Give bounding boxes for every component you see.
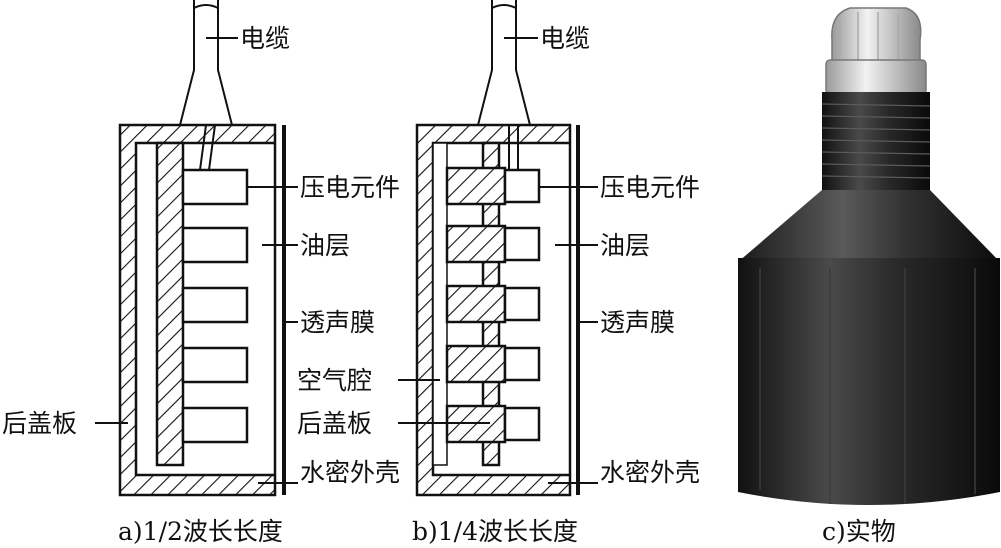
piezo-block: [503, 406, 541, 442]
lead-wire: [508, 125, 519, 170]
piezo-block: [503, 168, 541, 204]
gland-nut: [825, 59, 927, 95]
piezo-block: [181, 406, 249, 444]
thread-lines: [821, 103, 931, 179]
diagram-b: 电缆 压电元件 油层 透声膜 空气腔 后盖板 水密外壳: [297, 0, 700, 546]
back-cover-tooth: [445, 224, 507, 264]
air-cavity-label: 空气腔: [297, 366, 372, 395]
oil-label: 油层: [300, 231, 350, 260]
cable-wire-right: [515, 0, 531, 126]
back-cover-label: 后盖板: [297, 409, 372, 438]
cable-label: 电缆: [240, 24, 290, 53]
piezo-block: [503, 286, 541, 322]
gland-ridges: [839, 12, 899, 60]
oil-label: 油层: [600, 231, 650, 260]
sensor-body: [738, 258, 1000, 505]
membrane-label: 透声膜: [300, 308, 375, 337]
sensor-cone: [738, 190, 1000, 262]
cable-wire-right: [217, 0, 233, 126]
housing-label: 水密外壳: [300, 458, 400, 487]
lead-wire: [199, 124, 216, 171]
back-cover-tooth: [445, 166, 507, 206]
body-facets: [759, 268, 976, 504]
cable-label: 电缆: [540, 24, 590, 53]
piezo-block: [181, 286, 249, 324]
piezo-label: 压电元件: [600, 173, 700, 202]
piezo-block: [181, 346, 249, 384]
caption-c: c)实物: [822, 517, 896, 546]
back-cover-tooth: [445, 284, 507, 324]
cable-wire-left: [179, 0, 195, 126]
housing-label: 水密外壳: [600, 458, 700, 487]
cable-wire-left: [477, 0, 493, 126]
cable-gland: [831, 7, 922, 63]
housing-frame: [118, 123, 277, 497]
sensor-photo: c)实物: [738, 7, 1000, 546]
back-cover-label: 后盖板: [2, 409, 77, 438]
piezo-block: [503, 346, 541, 382]
cable-cut-mark: [491, 4, 517, 9]
threaded-neck: [822, 92, 930, 196]
air-cavity: [432, 142, 448, 466]
back-cover-plate: [155, 141, 185, 467]
membrane-label: 透声膜: [600, 308, 675, 337]
cable-cut-mark: [193, 4, 219, 9]
caption-b: b)1/4波长长度: [412, 517, 578, 546]
diagram-a: 电缆 压电元件 油层 透声膜 后盖板 水密外壳 a)1/2波长长度: [2, 0, 400, 546]
piezo-block: [503, 226, 541, 262]
back-cover-tooth: [445, 344, 507, 384]
piezo-label: 压电元件: [300, 173, 400, 202]
piezo-block: [181, 168, 249, 206]
caption-a: a)1/2波长长度: [118, 517, 283, 546]
piezo-block: [181, 226, 249, 264]
